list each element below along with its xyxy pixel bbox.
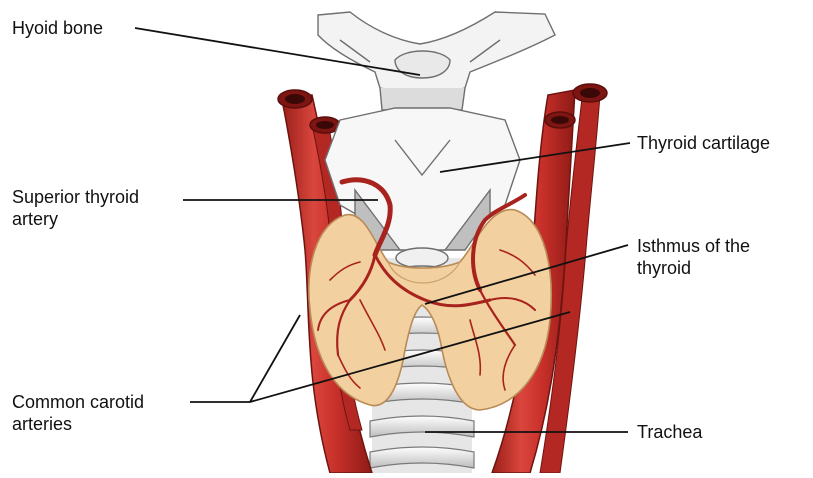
- label-isthmus-of-the-thyroid: Isthmus of the thyroid: [637, 235, 750, 279]
- label-superior-thyroid-artery: Superior thyroid artery: [12, 186, 139, 230]
- label-common-carotid-arteries: Common carotid arteries: [12, 391, 144, 435]
- leader-carotid-up: [250, 315, 300, 402]
- label-hyoid-bone: Hyoid bone: [12, 17, 103, 39]
- hyoid-bone: [318, 12, 555, 110]
- label-trachea: Trachea: [637, 421, 702, 443]
- label-thyroid-cartilage: Thyroid cartilage: [637, 132, 770, 154]
